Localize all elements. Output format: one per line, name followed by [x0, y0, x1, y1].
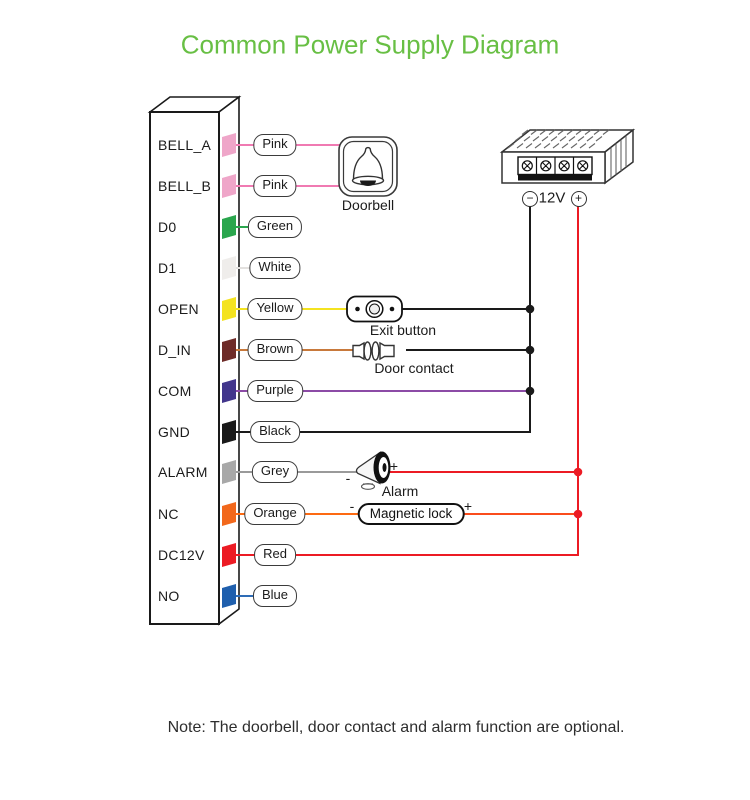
terminal-name: ALARM [158, 464, 208, 480]
alarm-label: Alarm [381, 483, 419, 499]
chip-gnd [222, 420, 236, 444]
doorbell-label: Doorbell [341, 197, 395, 213]
lock-plus-sign: + [463, 498, 473, 514]
power-supply-icon [499, 128, 636, 185]
terminal-name: D_IN [158, 342, 192, 358]
chip-dc12v [222, 543, 236, 567]
psu-side-slats [610, 135, 627, 179]
exit-button-label: Exit button [369, 322, 437, 338]
terminal-chips [222, 133, 236, 608]
wire-gnd-bus [236, 205, 531, 433]
chip-d0 [222, 215, 236, 239]
terminal-name: DC12V [158, 547, 205, 563]
chip-d-in [222, 338, 236, 362]
chip-bell-b [222, 174, 236, 198]
wire-color-pill: Yellow [247, 298, 303, 320]
page-title: Common Power Supply Diagram [180, 29, 560, 60]
psu-positive-terminal: + [570, 190, 587, 207]
junction-dot [525, 304, 535, 314]
wire-color-pill: Brown [247, 339, 303, 361]
chip-com [222, 379, 236, 403]
door-contact-label: Door contact [374, 360, 454, 376]
footer-note: Note: The doorbell, door contact and ala… [167, 719, 625, 736]
alarm-plus-sign: + [389, 458, 399, 474]
wire-color-pill: Green [247, 216, 303, 238]
wire-color-pill: Red [254, 544, 296, 566]
psu-voltage-label: 12V [538, 189, 566, 207]
terminal-name: OPEN [158, 301, 199, 317]
terminal-name: BELL_B [158, 178, 212, 194]
chip-nc [222, 502, 236, 526]
wire-color-pill: Grey [251, 461, 299, 483]
chip-d1 [222, 256, 236, 280]
alarm-minus-sign: - [345, 470, 351, 486]
chip-open [222, 297, 236, 321]
junction-dot [525, 345, 535, 355]
terminal-name: NC [158, 506, 179, 522]
wire-color-pill: Orange [244, 503, 306, 525]
terminal-name: COM [158, 383, 192, 399]
terminal-name: GND [158, 424, 191, 440]
terminal-name: D0 [158, 219, 177, 235]
wire-color-pill: Pink [253, 175, 297, 197]
wire-color-pill: Black [250, 421, 300, 443]
wire-color-pill: Pink [253, 134, 297, 156]
door-contact-icon [352, 341, 395, 361]
wire-color-pill: Blue [252, 585, 298, 607]
doorbell-icon [338, 136, 398, 197]
terminal-name: NO [158, 588, 180, 604]
wire-dc12v-bus [236, 205, 579, 556]
junction-dot [573, 467, 583, 477]
junction-dot [525, 386, 535, 396]
wire-color-pill: White [249, 257, 301, 279]
terminal-name: BELL_A [158, 137, 212, 153]
exit-button-icon [346, 295, 403, 323]
psu-vents [507, 129, 610, 149]
magnetic-lock: Magnetic lock [357, 503, 465, 525]
junction-dots [525, 304, 583, 519]
wire-color-pill: Purple [247, 380, 303, 402]
chip-no [222, 584, 236, 608]
alarm-icon [355, 451, 391, 490]
psu-screw-slots [523, 162, 587, 170]
junction-dot [573, 509, 583, 519]
terminal-name: D1 [158, 260, 177, 276]
chip-alarm [222, 460, 236, 484]
lock-minus-sign: - [349, 498, 355, 514]
psu-negative-terminal: − [522, 190, 538, 207]
chip-bell-a [222, 133, 236, 157]
